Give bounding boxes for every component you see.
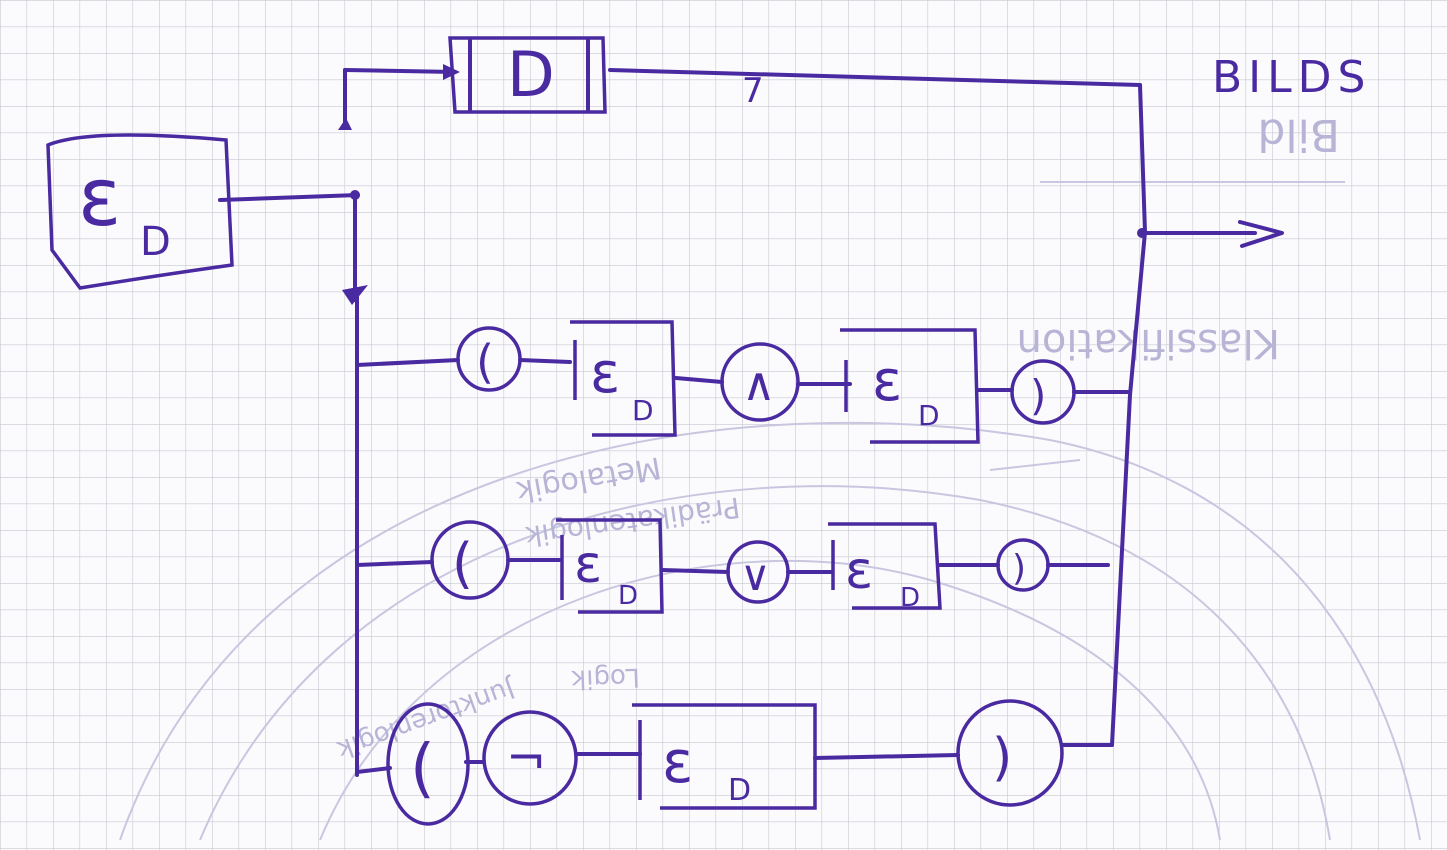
- wire-to-d-box: [343, 68, 457, 74]
- heading: BILDS: [1212, 52, 1372, 103]
- row-1: ( ε D ∧ ε D ): [355, 320, 1132, 444]
- top-wire-mark: 7: [742, 71, 764, 111]
- source-box-symbol: ε: [78, 151, 121, 244]
- row1-right-symbol: ε: [872, 349, 902, 414]
- d-box: D: [448, 36, 607, 114]
- junction-dot: [350, 190, 360, 200]
- wire-source-out: [218, 193, 360, 202]
- output-arrow-head: [1238, 220, 1284, 248]
- row3-open: (: [410, 732, 435, 806]
- row-3: ( ¬ ε D ): [355, 699, 1114, 826]
- row2-op: ∨: [740, 551, 771, 600]
- row2-close: ): [1012, 548, 1026, 589]
- faint-note-top-right: Bild: [1257, 109, 1340, 160]
- row1-close: ): [1030, 371, 1046, 420]
- row3-single-subscript: D: [728, 773, 751, 808]
- source-box-subscript: D: [140, 219, 171, 265]
- row2-left-subscript: D: [618, 581, 638, 611]
- d-box-label: D: [507, 38, 555, 111]
- left-bus: [343, 68, 359, 777]
- faint-note-right-vertical: Klassifikation: [1017, 320, 1280, 366]
- row1-left-subscript: D: [632, 394, 654, 427]
- row3-neg-node: [482, 710, 578, 806]
- right-bus: [1110, 83, 1147, 747]
- arrow-down-mark: [342, 285, 368, 305]
- row1-right-subscript: D: [918, 399, 940, 432]
- arrow-up-mark: [338, 118, 352, 130]
- row1-left-symbol: ε: [590, 341, 620, 406]
- row2-left-symbol: ε: [574, 535, 602, 595]
- row2-open: (: [452, 532, 473, 595]
- row3-close: ): [992, 728, 1012, 788]
- row1-open: (: [476, 335, 494, 389]
- top-wire: [608, 68, 1142, 87]
- source-box: ε D: [46, 133, 234, 290]
- row-2: ( ε D ∨ ε D ): [355, 518, 1110, 614]
- faint-note-arc4: Logik: [571, 662, 641, 694]
- row3-neg: ¬: [506, 731, 546, 787]
- row3-close-node: [956, 699, 1064, 807]
- row1-op: ∧: [742, 357, 776, 411]
- row2-right-symbol: ε: [845, 541, 873, 601]
- row3-single-symbol: ε: [662, 728, 693, 796]
- row2-right-subscript: D: [900, 583, 920, 613]
